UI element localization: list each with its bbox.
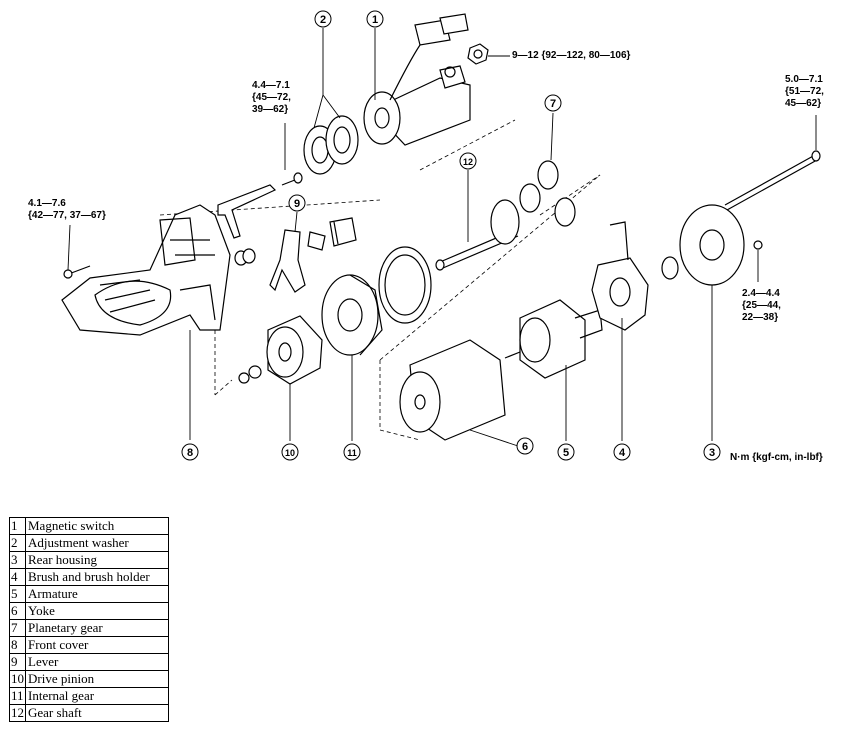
legend-num: 7 [9,619,26,637]
legend-name: Magnetic switch [25,517,169,535]
brush-holder-part [591,221,649,331]
legend-num: 3 [9,551,26,569]
legend-num: 12 [9,704,26,722]
bush-part [234,248,256,266]
front-cover-bolt [63,265,91,279]
front-cover-part [61,204,231,336]
legend-name: Drive pinion [25,670,169,688]
callout-8: 8 [187,447,193,459]
callout-4: 4 [619,447,626,459]
armature-part [504,299,603,379]
legend-num: 1 [9,517,26,535]
gear-case-ring [378,246,432,324]
legend-num: 4 [9,568,26,586]
torque-front-cover-bolt: 4.1—7.6 {42—77, 37—67} [28,198,106,221]
torque-through-bolt: 5.0—7.1 {51—72, 45—62} [785,74,824,109]
legend-name: Front cover [25,636,169,654]
callout-11: 11 [347,448,357,458]
callout-1: 1 [372,14,378,26]
magnetic-switch-nut [467,43,489,65]
callout-10: 10 [285,448,295,458]
magnetic-switch-part [363,13,471,146]
legend-name: Internal gear [25,687,169,705]
magnetic-switch-bolt [281,172,303,186]
callout-12: 12 [463,157,473,167]
internal-gear-part [321,274,383,356]
legend-name: Brush and brush holder [25,568,169,586]
legend-name: Armature [25,585,169,603]
legend-num: 6 [9,602,26,620]
legend-num: 5 [9,585,26,603]
starter-exploded-diagram: 1 2 3 4 5 6 7 8 9 10 11 12 [61,10,821,461]
callout-7: 7 [550,98,556,110]
legend-name: Rear housing [25,551,169,569]
legend-num: 11 [9,687,26,705]
bracket-part [217,184,277,239]
callout-9: 9 [294,198,300,210]
legend-name: Yoke [25,602,169,620]
legend-num: 8 [9,636,26,654]
adjustment-washer-part [303,115,359,175]
legend-num: 2 [9,534,26,552]
legend-name: Planetary gear [25,619,169,637]
drive-pinion-part [238,315,323,385]
planetary-gear-part [519,160,576,227]
callout-5: 5 [563,447,569,459]
gear-shaft-part [435,199,520,271]
rear-housing-part [661,204,763,286]
lever-part [269,229,326,293]
legend-name: Lever [25,653,169,671]
callout-3: 3 [709,447,715,459]
torque-magnetic-switch-nut: 9—12 {92—122, 80—106} [512,50,631,61]
torque-magnetic-switch-bolt: 4.4—7.1 {45—72, 39—62} [252,80,291,115]
callout-circles [181,10,721,461]
legend-name: Gear shaft [25,704,169,722]
torque-rear-housing-screw: 2.4—4.4 {25—44, 22—38} [742,288,781,323]
legend-num: 9 [9,653,26,671]
seal-part [329,217,357,247]
through-bolt [724,150,821,211]
legend-name: Adjustment washer [25,534,169,552]
callout-6: 6 [522,441,528,453]
callout-2: 2 [320,14,326,26]
yoke-part [399,339,506,441]
leader-lines [67,28,817,447]
legend-num: 10 [9,670,26,688]
unit-note: N·m {kgf-cm, in-lbf} [730,452,823,463]
